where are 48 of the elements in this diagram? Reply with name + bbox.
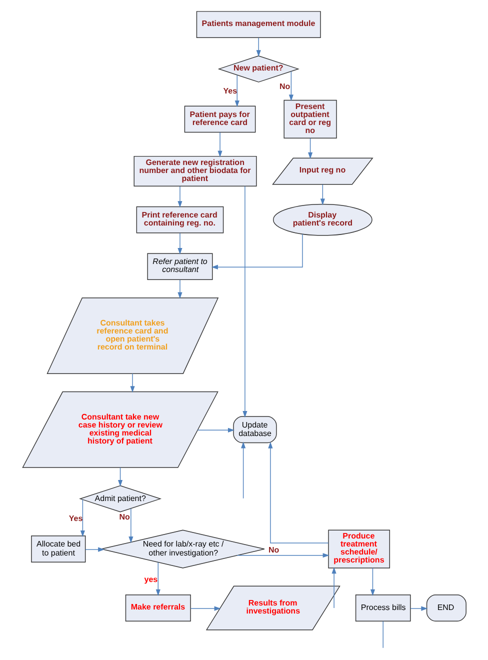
node-diamond: Admit patient? xyxy=(78,485,162,512)
arrow xyxy=(268,442,328,544)
arrow xyxy=(256,38,260,57)
arrow xyxy=(117,467,122,487)
node-diamond: New patient? xyxy=(217,55,299,82)
node-box: Allocate bed to patient xyxy=(30,536,86,562)
node-box: END xyxy=(426,594,466,622)
arrow xyxy=(190,606,220,611)
arrow xyxy=(155,562,160,596)
arrow xyxy=(196,428,234,432)
edge-label: yes xyxy=(144,574,158,584)
arrow xyxy=(288,71,293,102)
arrow xyxy=(410,606,428,611)
edge-label: Yes xyxy=(222,86,237,96)
node-box: Update database xyxy=(232,416,276,444)
arrow xyxy=(128,508,133,544)
arrow xyxy=(240,442,246,499)
edge-label: No xyxy=(268,545,279,554)
arrow xyxy=(84,547,104,552)
node-box: Produce treatment schedule/ prescriptions xyxy=(328,530,390,568)
arrow xyxy=(217,132,222,158)
node-box: Patients management module xyxy=(196,11,320,38)
node-box: Patient pays for reference card xyxy=(184,106,256,133)
arrow xyxy=(242,186,247,418)
arrow xyxy=(210,234,302,270)
arrow xyxy=(177,280,182,299)
arrow xyxy=(331,567,336,608)
node-box: Print reference card containing reg. no. xyxy=(136,206,224,234)
node-box: Present outpatient card or reg no xyxy=(283,100,336,138)
node-ellipse: Display patient's record xyxy=(272,204,372,236)
arrow xyxy=(320,184,324,206)
arrow xyxy=(308,138,312,159)
node-diamond: Need for lab/x-ray etc / other investigation? xyxy=(100,530,264,568)
node-box: Make referrals xyxy=(124,594,190,622)
node-box: Process bills xyxy=(354,594,410,622)
connector xyxy=(382,620,383,648)
arrow xyxy=(177,232,182,255)
edge-label: No xyxy=(279,82,290,91)
arrow xyxy=(234,74,239,108)
edge-label: Yes xyxy=(68,514,82,523)
arrow xyxy=(130,373,134,393)
node-box: Generate new registration number and other biodata for patient xyxy=(133,156,256,187)
arrow xyxy=(80,499,84,537)
arrow xyxy=(370,568,375,596)
node-box: Refer patient to consultant xyxy=(146,253,212,280)
arrow xyxy=(177,186,182,208)
edge-label: No xyxy=(118,512,130,522)
arrow xyxy=(236,553,329,558)
